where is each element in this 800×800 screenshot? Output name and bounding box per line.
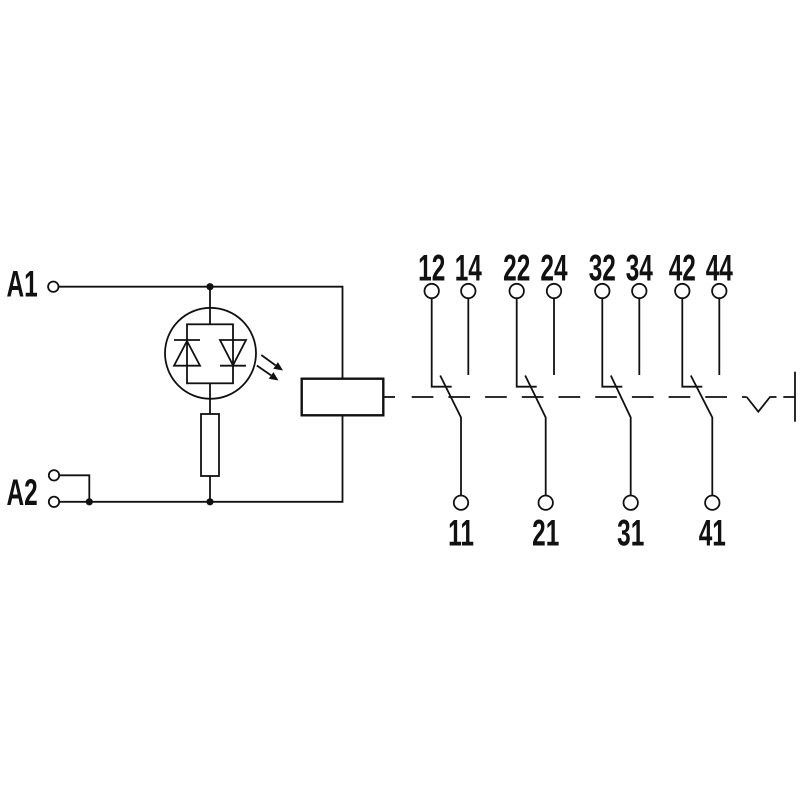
resistor-icon	[200, 413, 220, 477]
terminal-label-11: 11	[448, 512, 474, 553]
terminal-32	[594, 282, 611, 300]
terminal-label-44: 44	[706, 247, 734, 288]
nc-contact-wire-12	[430, 298, 452, 388]
terminal-label-32: 32	[589, 247, 616, 288]
terminal-34	[631, 282, 648, 300]
terminal-44	[711, 282, 728, 300]
arrow-head-2	[268, 372, 279, 381]
mechanical-linkage	[383, 371, 796, 422]
diode-down-icon	[218, 339, 248, 368]
diode-up-triangle	[172, 339, 202, 367]
nc-contact-wire-32	[601, 298, 623, 388]
contact-group-4: 42 44 41	[669, 247, 734, 553]
wire-a2-bridge	[59, 474, 91, 502]
terminal-11	[452, 494, 470, 511]
coil-input-circuit: A1	[7, 263, 385, 513]
contact-arm-41	[689, 375, 714, 496]
light-emission-arrows-icon	[256, 354, 283, 381]
contact-arm-21	[524, 375, 547, 496]
terminal-label-24: 24	[540, 247, 568, 288]
actuator-notch	[745, 396, 777, 414]
wire-a2-to-coil	[59, 415, 344, 503]
contact-group-3: 32 34 31	[589, 247, 654, 553]
terminal-label-42: 42	[669, 247, 696, 288]
contact-arm-11	[439, 375, 462, 496]
terminal-12	[423, 282, 440, 300]
terminal-41	[704, 494, 721, 511]
nc-contact-wire-22	[515, 298, 537, 388]
terminal-42	[674, 282, 691, 300]
terminal-label-41: 41	[699, 512, 726, 553]
terminal-label-12: 12	[418, 247, 445, 288]
diode-up-icon	[172, 339, 202, 367]
terminal-31	[622, 494, 639, 511]
contact-arm-31	[609, 375, 632, 496]
terminal-label-34: 34	[626, 247, 654, 288]
terminal-14	[460, 282, 477, 300]
arrow-shaft-1	[260, 354, 277, 367]
terminal-a2-lower	[47, 495, 61, 508]
terminal-21	[537, 494, 554, 511]
terminal-label-21: 21	[532, 512, 559, 553]
test-actuator-icon	[745, 371, 796, 422]
nc-contact-wire-42	[681, 298, 703, 388]
relay-coil-icon	[300, 377, 385, 417]
terminal-24	[545, 282, 563, 300]
terminal-a1	[47, 280, 60, 293]
terminal-label-a1: A1	[7, 263, 38, 304]
diode-down-triangle	[218, 339, 248, 368]
terminal-label-22: 22	[503, 247, 530, 288]
contact-group-2: 22 24 21	[503, 247, 568, 553]
terminal-22	[508, 282, 525, 300]
arrow-shaft-2	[256, 364, 272, 377]
terminal-label-a2: A2	[7, 472, 38, 513]
terminal-label-31: 31	[617, 512, 644, 553]
terminal-a2-upper	[47, 469, 61, 482]
led-indicator-icon	[164, 286, 283, 414]
wire-a1-to-coil	[58, 285, 344, 379]
contact-group-1: 12 14 11	[418, 247, 482, 553]
arrow-head-1	[273, 362, 283, 371]
terminal-label-14: 14	[455, 247, 483, 288]
